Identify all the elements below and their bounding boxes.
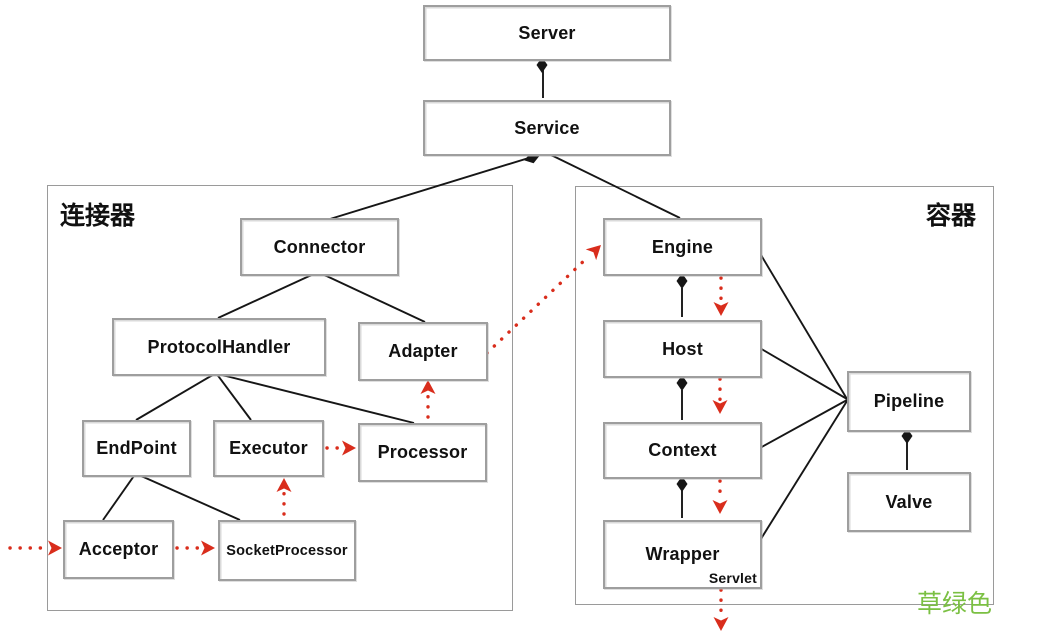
arrow-context-wrapper [712,479,728,514]
edge-endpoint-socketprocessor [138,474,241,521]
node-valve-label: Valve [885,491,933,512]
node-endpoint: EndPoint [82,420,191,477]
edge-service-connector [329,152,546,220]
edge-context-pipeline [757,399,848,450]
arrow-wrapper-out [713,588,729,631]
node-host: Host [603,320,762,378]
node-service: Service [423,100,671,156]
edge-protocolhandler-endpoint [135,372,217,421]
edge-pipeline-valve [901,428,913,470]
node-connector-label: Connector [273,236,366,257]
arrow-executor-processor [325,440,356,456]
node-wrapper: Wrapper Servlet [603,520,762,589]
green-note: 草绿色 [917,590,993,618]
edge-connector-protocolhandler [217,271,319,319]
edge-host-pipeline [757,346,848,400]
node-host-label: Host [662,338,703,359]
edge-protocolhandler-executor [215,372,252,421]
node-endpoint-label: EndPoint [96,438,177,458]
arrow-socketprocessor-executor [276,478,292,516]
node-protocolhandler-label: ProtocolHandler [147,336,291,357]
arrow-engine-host [713,276,729,316]
node-adapter-label: Adapter [388,341,458,361]
node-context: Context [603,422,762,479]
node-wrapper-label: Wrapper [645,544,720,564]
node-socketprocessor: SocketProcessor [218,520,356,581]
node-context-label: Context [648,440,717,460]
node-connector: Connector [240,218,399,276]
edge-engine-pipeline [757,249,848,400]
node-servlet-label: Servlet [708,570,757,586]
edge-host-context [676,375,688,420]
arrow-host-context [712,377,728,414]
arrow-inbound-acceptor [8,540,62,556]
edge-wrapper-pipeline [758,400,848,543]
connector-zone-title: 连接器 [60,202,136,230]
node-executor: Executor [213,420,324,477]
node-engine: Engine [603,218,762,276]
node-processor-label: Processor [377,442,468,462]
container-zone-title: 容器 [926,202,977,230]
arrow-adapter-engine [485,245,601,355]
node-acceptor-label: Acceptor [78,539,159,559]
node-pipeline-label: Pipeline [873,391,945,411]
arrow-processor-adapter [420,380,436,419]
node-socketprocessor-label: SocketProcessor [226,542,348,559]
arrow-acceptor-socketprocessor [175,540,215,556]
edge-context-wrapper [676,476,688,518]
node-executor-label: Executor [229,438,308,458]
node-server-label: Server [518,22,576,43]
container-zone-frame [575,186,994,605]
node-pipeline: Pipeline [847,371,971,432]
node-valve: Valve [847,472,971,532]
node-adapter: Adapter [358,322,488,381]
node-processor: Processor [358,423,487,482]
connector-zone-frame [47,185,513,611]
edge-server-service [536,57,548,98]
edge-service-engine [546,152,681,219]
edge-connector-adapter [317,271,426,323]
node-engine-label: Engine [651,236,714,257]
node-acceptor: Acceptor [63,520,174,579]
node-protocolhandler: ProtocolHandler [112,318,326,376]
edge-endpoint-acceptor [102,472,137,521]
node-server: Server [423,5,671,61]
edge-engine-host [676,273,688,317]
node-service-label: Service [514,117,580,138]
edge-protocolhandler-processor [217,373,415,424]
